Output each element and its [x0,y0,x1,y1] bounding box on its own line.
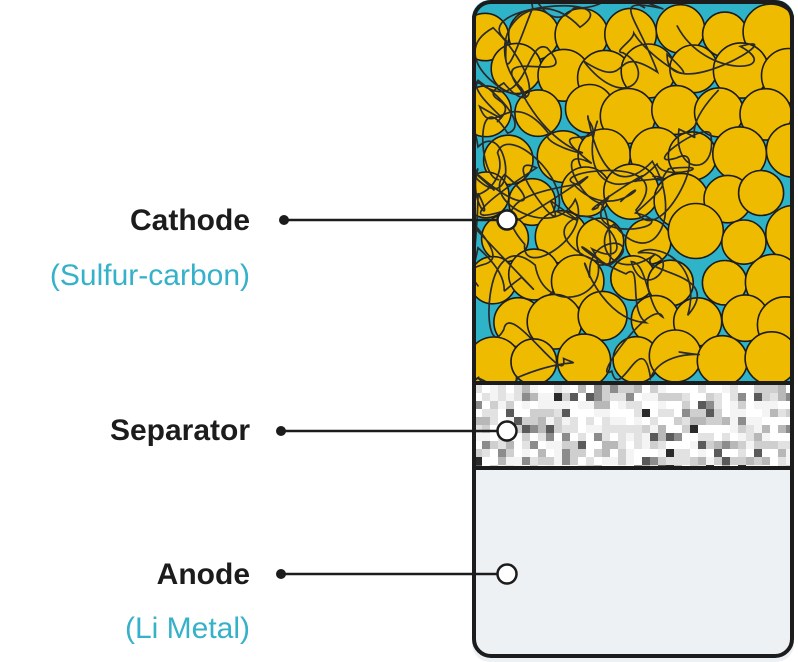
sulfur-particles [472,3,794,383]
sulfur-particle [696,334,749,383]
anode-leader-dot [276,569,286,579]
separator-leader-dot [276,426,286,436]
anode-marker [496,563,518,585]
sulfur-particle [744,330,794,383]
cathode-leader [279,209,518,231]
carbon-fiber [474,0,756,123]
cell-outline [472,0,794,658]
carbon-fibers [472,0,756,383]
anode-label: Anode [156,558,250,591]
sulfur-particle [721,219,767,266]
cathode-leader-dot [279,215,289,225]
sulfur-particle [667,202,725,260]
separator-layer [472,383,794,473]
carbon-fiber [472,174,663,383]
sulfur-particle [648,329,703,383]
anode-leader [276,563,518,585]
carbon-fiber [568,115,700,382]
sulfur-particle [556,333,612,383]
cathode-layer [472,0,794,383]
cathode-label: Cathode [130,204,250,237]
sulfur-particle [472,85,512,138]
cathode-marker [496,209,518,231]
carbon-fiber [472,89,720,292]
separator-pattern [474,385,794,473]
anode-layer [472,468,794,662]
sulfur-particle [510,338,558,383]
anode-sublabel: (Li Metal) [124,612,250,645]
sulfur-particle [577,290,628,341]
cathode-sublabel: (Sulfur-carbon) [49,259,250,292]
separator-label: Separator [109,414,250,447]
separator-marker [496,420,518,442]
separator-leader [276,420,518,442]
sulfur-particle [737,169,785,217]
carbon-fiber [472,45,637,259]
